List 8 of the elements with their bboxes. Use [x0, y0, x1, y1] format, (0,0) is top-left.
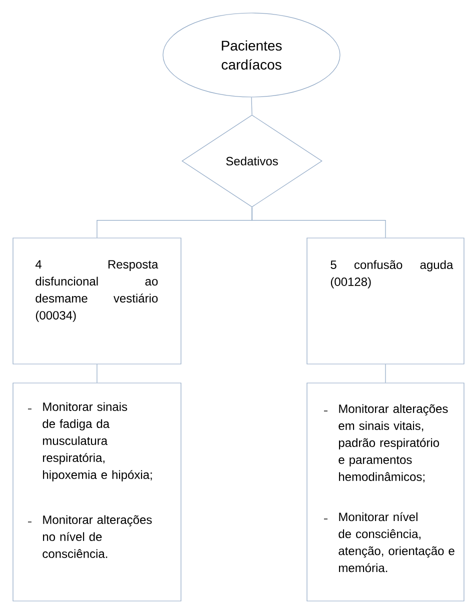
intervention-list-box: Monitorar sinais de fadiga da musculatura respiratória, hipoxemia e hipóxia; Monitorar alterações no nível de consciência.: [12, 382, 182, 602]
connector-line: [252, 207, 386, 238]
connector-line: [251, 97, 252, 115]
diagnosis-box: 4 Resposta disfuncional ao desmame vestiário (00034): [12, 238, 182, 364]
connector-line: [96, 364, 98, 383]
diagnosis-box: 5 confusão aguda (00128): [306, 238, 464, 364]
intervention-list-box: Monitorar alterações em sinais vitais, padrão respiratório e paramentos hemodinâmicos; Monitorar nível de consciência, atenção, orientação e memória.: [306, 382, 464, 602]
connector-line: [385, 364, 386, 383]
